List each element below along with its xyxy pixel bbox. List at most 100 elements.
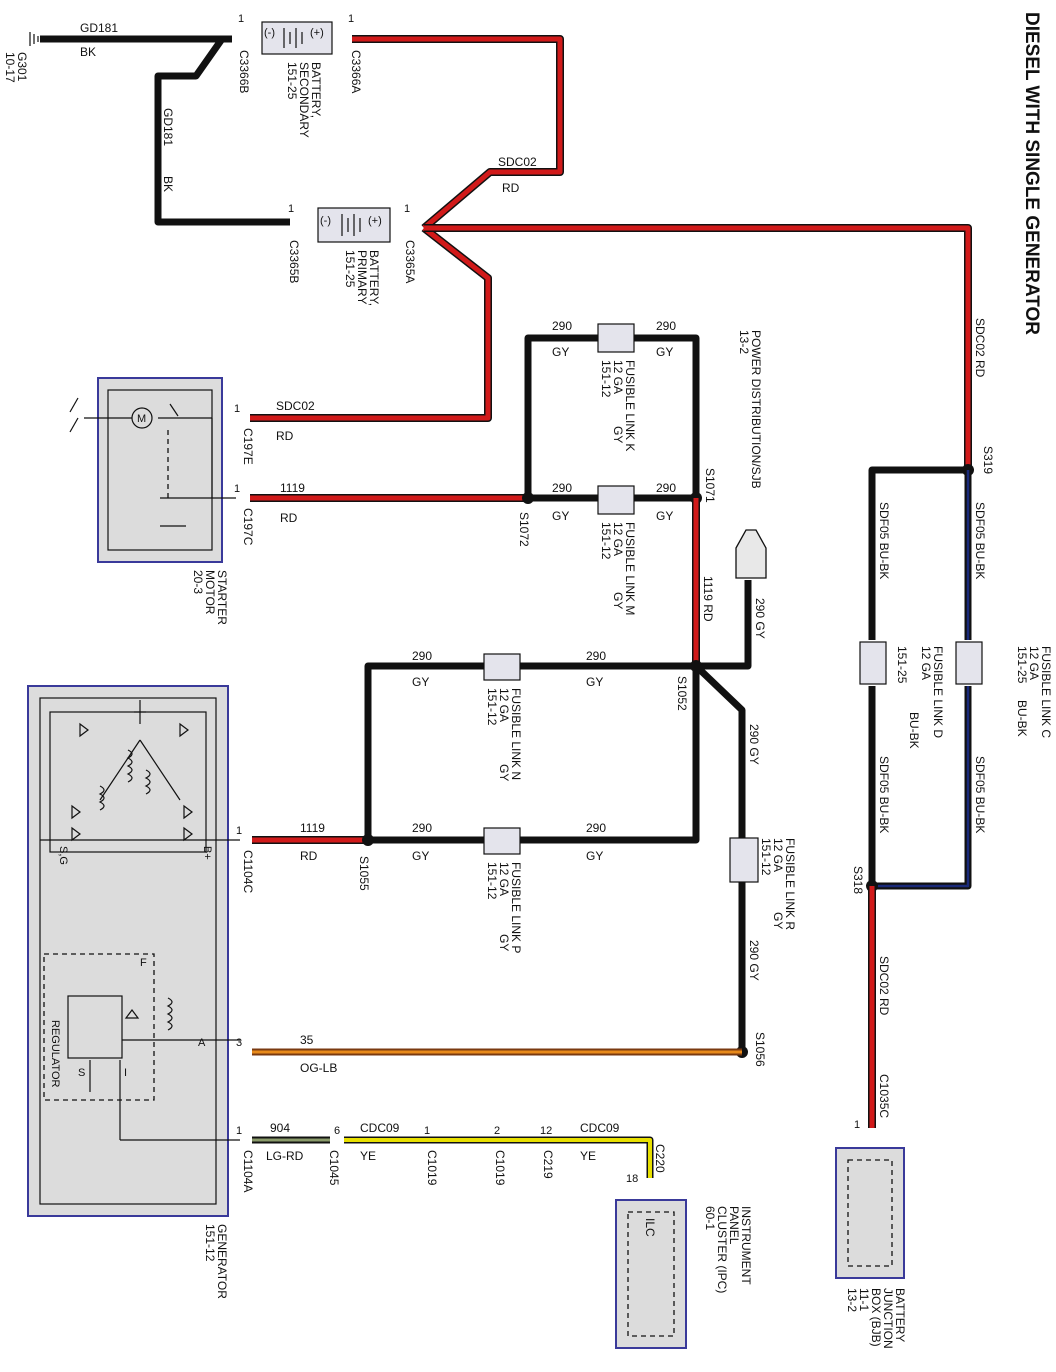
fusible-link-r-ga: 12 GA <box>771 838 785 872</box>
generator-regulator: REGULATOR <box>49 1020 61 1087</box>
power-dist-ref: 13-2 <box>737 330 751 354</box>
bjb-line2: JUNCTION <box>881 1288 895 1349</box>
fusible-link-m-color: GY <box>611 592 625 609</box>
starter-motor: M STARTER MOTOR 20-3 <box>69 377 236 625</box>
starter-line2: MOTOR <box>203 570 217 615</box>
fusible-link-k-ga: 12 GA <box>611 360 625 394</box>
fusible-link-d-ref: 151-25 <box>895 646 909 684</box>
splice-s1055-label: S1055 <box>357 856 371 891</box>
bjb-ref2: 13-2 <box>845 1288 859 1312</box>
generator: REGULATOR S I A F S,G B+ GENERATOR 151-1… <box>27 685 240 1299</box>
c1019-pin-1: 1 <box>424 1125 430 1137</box>
fusible-link-c-name: FUSIBLE LINK C <box>1039 646 1053 738</box>
battery-primary-neg-conn: C3365B <box>287 240 301 283</box>
fusible-link-k: FUSIBLE LINK K 12 GA GY 151-12 <box>597 323 637 451</box>
wire-290-label-k1: 290 <box>552 319 572 333</box>
c1104a-pin: 1 <box>236 1125 242 1137</box>
fusible-link-d-ga: 12 GA <box>919 646 933 680</box>
fusible-link-c-color: BU-BK <box>1015 700 1029 737</box>
battery-primary-neg: (-) <box>320 215 331 227</box>
wire-cdc09-label-2: CDC09 <box>580 1121 620 1135</box>
wire-rd-label-5: RD <box>300 849 318 863</box>
generator-sig-bplus: B+ <box>201 846 213 860</box>
wire-sdf05bubk-label-c2: SDF05 BU-BK <box>973 756 987 833</box>
c1019-label-2: C1019 <box>493 1150 507 1186</box>
battery-secondary-pin-pos: 1 <box>348 13 354 25</box>
battery-primary-pos: (+) <box>368 215 382 227</box>
fusible-link-n-ga: 12 GA <box>497 688 511 722</box>
c220-pin: 18 <box>626 1173 638 1185</box>
fusible-link-k-color: GY <box>611 426 625 443</box>
battery-primary-pin-pos: 1 <box>404 203 410 215</box>
fusible-link-c: FUSIBLE LINK C 12 GA BU-BK 151-25 <box>955 641 1053 738</box>
bjb-ref1: 11-1 <box>857 1288 871 1311</box>
ground-ref: 10-17 <box>3 52 17 83</box>
wire-bk-label-2: BK <box>161 176 175 192</box>
battery-primary-line1: BATTERY, <box>367 250 381 306</box>
wire-gd181-label: GD181 <box>80 21 118 35</box>
splice-s1052-label: S1052 <box>675 676 689 711</box>
wire-gy-label-p1: GY <box>412 849 429 863</box>
battery-secondary-pos-conn: C3366A <box>349 50 363 93</box>
wire-gy-label-n2: GY <box>586 675 603 689</box>
c197c-pin: 1 <box>234 483 240 495</box>
wire-gy-label-m1: GY <box>552 509 569 523</box>
c1035c-label: C1035C <box>877 1074 891 1118</box>
wire-gy-label-p2: GY <box>586 849 603 863</box>
c219-pin: 12 <box>540 1125 552 1137</box>
bjb-line1: BATTERY <box>893 1288 907 1342</box>
battery-primary-line2: PRIMARY <box>355 250 369 304</box>
wire-290gy-label-r1: 290 GY <box>747 724 761 765</box>
wire-290-r <box>693 663 746 1052</box>
generator-sig-s: S <box>78 1067 85 1079</box>
battery-secondary: (-) (+) 1 1 C3366B C3366A BATTERY, SECON… <box>237 13 363 138</box>
wire-290-label-n1: 290 <box>412 649 432 663</box>
wire-290-label-p1: 290 <box>412 821 432 835</box>
battery-secondary-pos: (+) <box>310 27 324 39</box>
fusible-link-d: FUSIBLE LINK D 12 GA BU-BK 151-25 <box>859 641 945 749</box>
wire-gd181-link <box>154 36 290 226</box>
battery-primary: (-) (+) 1 1 C3365B C3365A BATTERY, PRIMA… <box>287 203 417 306</box>
ipc-line2: PANEL <box>727 1206 741 1245</box>
generator-ref: 151-12 <box>203 1224 217 1262</box>
fusible-link-p-ref: 151-12 <box>485 862 499 900</box>
battery-secondary-line2: SECONDARY <box>297 62 311 138</box>
splice-s1055 <box>362 834 374 846</box>
c1019-label-1: C1019 <box>425 1150 439 1186</box>
wire-1119-label-2: 1119 <box>300 821 325 835</box>
wire-290-label-n2: 290 <box>586 649 606 663</box>
battery-primary-ref: 151-25 <box>343 250 357 288</box>
battery-secondary-pin-neg: 1 <box>238 13 244 25</box>
wire-290-label-p2: 290 <box>586 821 606 835</box>
wire-290-p-loop <box>368 666 700 844</box>
c1104c-pin: 1 <box>236 825 242 837</box>
splice-s319-label: S319 <box>981 446 995 474</box>
battery-secondary-line1: BATTERY, <box>309 62 323 118</box>
c1104a-label: C1104A <box>241 1150 255 1192</box>
battery-junction-box: BATTERY JUNCTION BOX (BJB) 11-1 13-2 <box>835 1147 907 1349</box>
starter-line1: STARTER <box>215 570 229 625</box>
fusible-link-p-color: GY <box>497 934 511 951</box>
wire-sdf05-d-top <box>868 466 968 640</box>
battery-secondary-neg: (-) <box>264 27 275 39</box>
generator-sig-i: I <box>124 1067 127 1079</box>
fusible-link-k-name: FUSIBLE LINK K <box>623 360 637 451</box>
fusible-link-d-name: FUSIBLE LINK D <box>931 646 945 738</box>
splice-s1072 <box>522 492 534 504</box>
fusible-link-n-color: GY <box>497 764 511 781</box>
c1019-pin-2: 2 <box>494 1125 500 1137</box>
fusible-link-p: FUSIBLE LINK P 12 GA GY 151-12 <box>483 827 523 953</box>
c1104c-label: C1104C <box>241 850 255 893</box>
power-dist-line1: POWER DISTRIBUTION/SJB <box>749 330 763 489</box>
starter-ref: 20-3 <box>191 570 205 594</box>
fusible-link-r: FUSIBLE LINK R 12 GA GY 151-12 <box>729 837 797 930</box>
splice-s1072-label: S1072 <box>517 512 531 547</box>
fusible-link-m-ga: 12 GA <box>611 522 625 556</box>
wire-290-n-loop <box>364 662 696 840</box>
wire-290-label-k2: 290 <box>656 319 676 333</box>
fusible-link-p-ga: 12 GA <box>497 862 511 896</box>
wire-35-label: 35 <box>300 1033 314 1047</box>
wire-ye-label-1: YE <box>360 1149 376 1163</box>
fusible-link-n: FUSIBLE LINK N 12 GA GY 151-12 <box>483 653 523 781</box>
instrument-panel-cluster: ILC INSTRUMENT PANEL CLUSTER (IPC) 60-1 <box>615 1199 753 1349</box>
